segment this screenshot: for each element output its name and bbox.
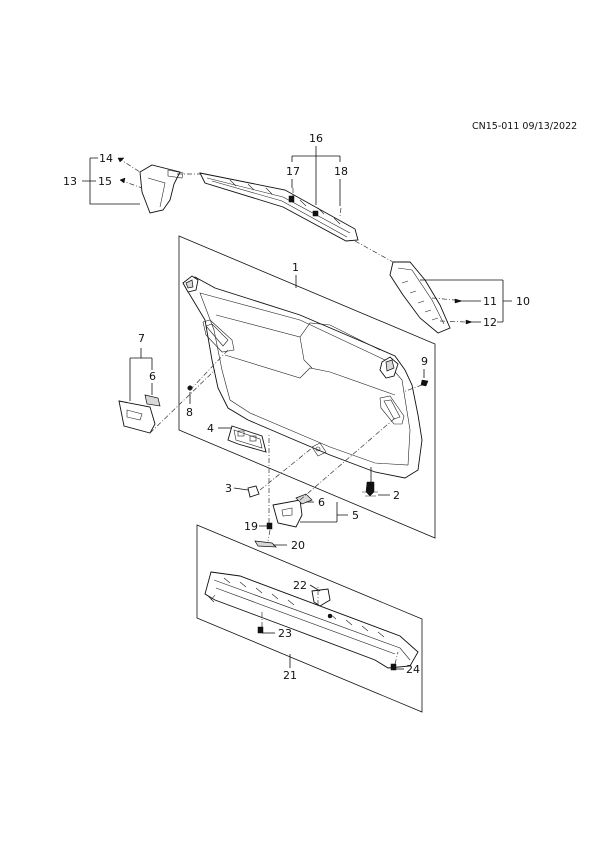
diagram-code-label: CN15-011 09/13/2022 [472, 121, 578, 132]
callout-17: 17 [286, 165, 300, 178]
upper-left-corner-cap [139, 164, 184, 214]
callout-14: 14 [99, 152, 113, 165]
leader-lines [82, 146, 512, 670]
upper-trim-panel [199, 172, 359, 242]
callout-4: 4 [207, 422, 214, 435]
sill-frame-box [196, 524, 423, 713]
upper-right-side-trim [389, 261, 451, 334]
callout-12: 12 [483, 316, 497, 329]
part-4-bracket [227, 425, 267, 453]
callout-3: 3 [225, 482, 232, 495]
callout-1: 1 [292, 261, 299, 274]
part-19-fastener [266, 522, 273, 530]
callout-6b: 6 [318, 496, 325, 509]
callout-13: 13 [63, 175, 77, 188]
callout-20: 20 [291, 539, 305, 552]
liftgate-frame-box [178, 235, 436, 539]
callout-10: 10 [516, 295, 530, 308]
alignment-lines [117, 157, 467, 665]
part-2-clip [362, 481, 378, 497]
callout-16: 16 [309, 132, 323, 145]
callout-15: 15 [98, 175, 112, 188]
callout-8: 8 [186, 406, 193, 419]
callout-21: 21 [283, 669, 297, 682]
callout-18: 18 [334, 165, 348, 178]
callout-9: 9 [421, 355, 428, 368]
callout-7: 7 [138, 332, 145, 345]
part-9-fastener [420, 379, 429, 387]
callout-2: 2 [393, 489, 400, 502]
callout-5: 5 [352, 509, 359, 522]
callout-22: 22 [293, 579, 307, 592]
liftgate-inner-trim-panel [182, 275, 423, 479]
part-3-cap [247, 485, 260, 498]
callout-11: 11 [483, 295, 497, 308]
callout-23: 23 [278, 627, 292, 640]
part-20-clip [254, 540, 277, 548]
callout-24: 24 [406, 663, 420, 676]
part-5-cover [272, 493, 313, 528]
callout-6a: 6 [149, 370, 156, 383]
callout-labels: 1 2 3 4 5 6 6 7 8 9 10 11 12 13 14 15 16… [63, 132, 530, 682]
part-7-left-cover [118, 394, 161, 434]
callout-19: 19 [244, 520, 258, 533]
sill-scuff-plate [204, 571, 419, 671]
